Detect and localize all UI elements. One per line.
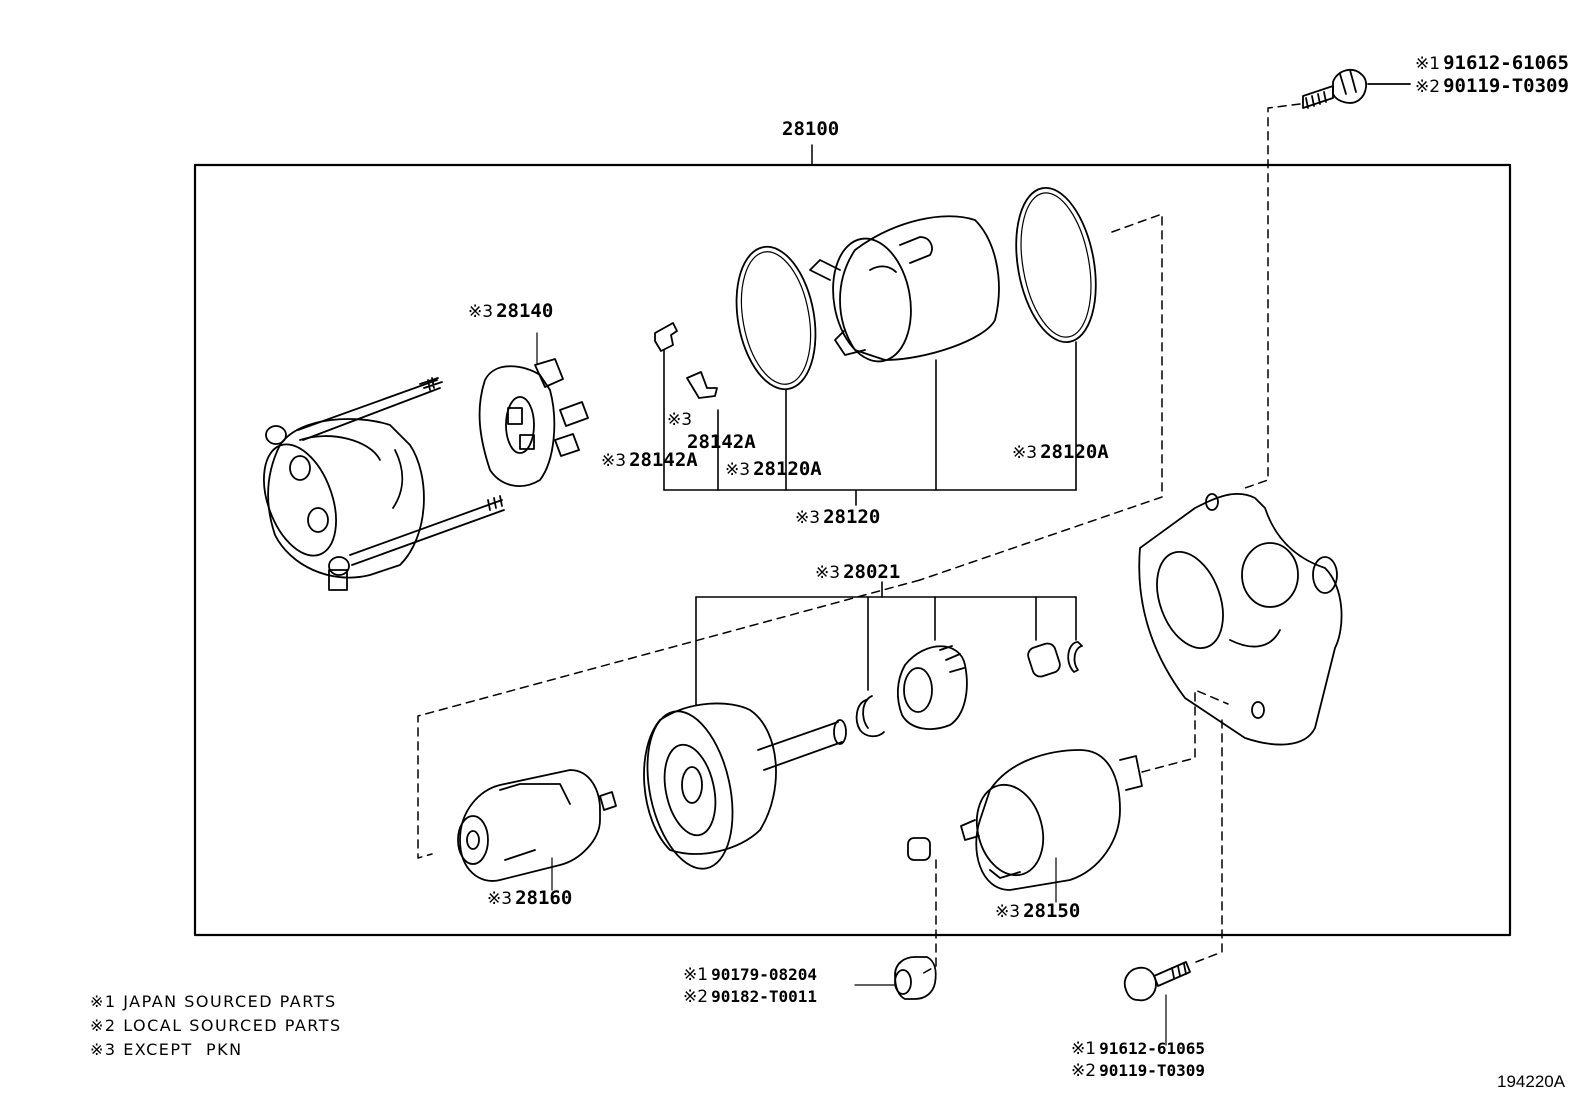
legend-mark: ※1 bbox=[90, 992, 117, 1011]
legend-item: ※1 JAPAN SOURCED PARTS bbox=[90, 990, 342, 1014]
callout-mark: ※2 bbox=[1071, 1061, 1097, 1081]
part-number: 28021 bbox=[843, 561, 901, 583]
callout-mark: ※3 bbox=[725, 460, 751, 480]
nut-icon bbox=[854, 956, 937, 1000]
armature-icon bbox=[457, 769, 617, 891]
dashed-guide-solenoid bbox=[1141, 689, 1229, 773]
part-number: 28150 bbox=[1023, 900, 1081, 922]
bolt-top-icon bbox=[1302, 68, 1411, 109]
legend-text: LOCAL SOURCED PARTS bbox=[123, 1016, 342, 1035]
dashed-guide-bottom-bolt bbox=[1195, 719, 1223, 963]
assembly-frame bbox=[193, 163, 1512, 937]
callout-mark: ※2 bbox=[1415, 77, 1441, 97]
solenoid-icon bbox=[907, 749, 1143, 903]
legend-mark: ※3 bbox=[90, 1040, 117, 1059]
callout-mark: ※3 bbox=[995, 902, 1021, 922]
part-number: 91612-61065 bbox=[1443, 52, 1569, 74]
o-ring-right-icon bbox=[1015, 187, 1097, 343]
clutch-assembly-icon bbox=[643, 641, 1083, 870]
callout-mark: ※2 bbox=[683, 987, 709, 1007]
callout-mark: ※1 bbox=[1415, 54, 1441, 74]
dashed-guide-nut bbox=[919, 859, 937, 976]
yoke-group-bracket bbox=[663, 341, 1077, 506]
dashed-leader-top-bolt bbox=[1244, 103, 1301, 489]
part-number: 28120A bbox=[1040, 441, 1109, 463]
brush-holder-icon bbox=[478, 332, 589, 487]
part-number: 28140 bbox=[496, 300, 554, 322]
callout-brush-spring-a[interactable]: ※3 28142A bbox=[667, 408, 756, 453]
o-ring-left-icon bbox=[735, 245, 817, 391]
callout-mark: ※3 bbox=[1012, 443, 1038, 463]
callout-mark: ※1 bbox=[1071, 1039, 1097, 1059]
bolt-bottom-icon bbox=[1123, 961, 1191, 1046]
clutch-kit-bracket bbox=[695, 581, 1077, 706]
legend-item: ※2 LOCAL SOURCED PARTS bbox=[90, 1014, 342, 1038]
part-number: 90119-T0309 bbox=[1443, 75, 1569, 97]
part-number: 90179-08204 bbox=[711, 965, 818, 984]
callout-mark: ※3 bbox=[601, 451, 627, 471]
end-frame-icon bbox=[809, 215, 1000, 363]
brush-spring-icon bbox=[654, 322, 718, 399]
part-number: 28142A bbox=[629, 449, 698, 471]
drive-housing-icon bbox=[1138, 493, 1343, 746]
part-number: 28160 bbox=[515, 887, 573, 909]
drawing-code: 194220A bbox=[1497, 1072, 1566, 1091]
callout-mark: ※3 bbox=[815, 563, 841, 583]
callout-mark: ※1 bbox=[683, 965, 709, 985]
part-number: 90119-T0309 bbox=[1099, 1061, 1206, 1080]
yoke-housing-icon bbox=[263, 377, 505, 591]
legend-text: JAPAN SOURCED PARTS bbox=[123, 992, 337, 1011]
assembly-label: 28100 bbox=[782, 118, 840, 140]
part-number: 91612-61065 bbox=[1099, 1039, 1206, 1058]
callout-mark: ※3 bbox=[468, 302, 494, 322]
dashed-guide-upper bbox=[919, 213, 1163, 581]
legend-mark: ※2 bbox=[90, 1016, 117, 1035]
part-number: 28120A bbox=[753, 458, 822, 480]
callout-mark: ※3 bbox=[667, 410, 693, 430]
legend: ※1 JAPAN SOURCED PARTS ※2 LOCAL SOURCED … bbox=[90, 990, 342, 1062]
callout-mark: ※3 bbox=[795, 508, 821, 528]
callout-mark: ※3 bbox=[487, 889, 513, 909]
part-number: 28120 bbox=[823, 506, 881, 528]
dashed-guide-lower bbox=[417, 579, 921, 859]
legend-text: EXCEPT PKN bbox=[123, 1040, 243, 1059]
part-number: 28142A bbox=[687, 431, 756, 453]
legend-item: ※3 EXCEPT PKN bbox=[90, 1038, 342, 1062]
part-number: 90182-T0011 bbox=[711, 987, 818, 1006]
